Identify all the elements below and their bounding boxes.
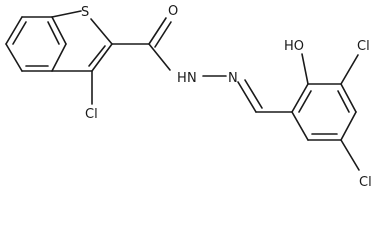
bond (291, 111, 309, 141)
bond (237, 81, 257, 113)
bond (340, 139, 360, 171)
bond (291, 83, 309, 113)
atom-cl-bottom-right: Cl (359, 175, 372, 190)
atom-ho: HO (284, 39, 304, 54)
bonds (5, 10, 360, 171)
bond (244, 79, 263, 109)
atom-n: N (228, 71, 238, 86)
bond (154, 21, 172, 48)
atom-cl-top-right: Cl (357, 39, 370, 54)
bond (5, 16, 23, 45)
bond-inner (337, 90, 350, 113)
bond-inner (298, 90, 312, 113)
bond-inner (88, 45, 106, 67)
bond (340, 83, 357, 113)
bond-inner (12, 21, 27, 45)
bond (91, 43, 113, 72)
atom-h: H (177, 71, 187, 86)
bond (340, 54, 359, 85)
bond-inner (47, 21, 60, 45)
bond (51, 10, 82, 18)
structure-canvas: S O N H N HO Cl Cl Cl (5, 4, 372, 190)
bond (340, 111, 357, 141)
atom-s: S (81, 5, 89, 20)
bond (51, 43, 67, 72)
bond (5, 43, 23, 72)
atom-n-h: N (187, 71, 197, 86)
bond (301, 53, 309, 85)
atom-labels: S O N H N HO Cl Cl Cl (81, 4, 372, 190)
atom-cl-thiophene: Cl (85, 107, 98, 122)
bond (148, 43, 171, 71)
atom-o: O (168, 4, 178, 19)
bond (148, 17, 167, 45)
bond (90, 18, 113, 45)
chemical-structure-diagram: S O N H N HO Cl Cl Cl (5, 4, 372, 190)
bond (51, 16, 67, 45)
